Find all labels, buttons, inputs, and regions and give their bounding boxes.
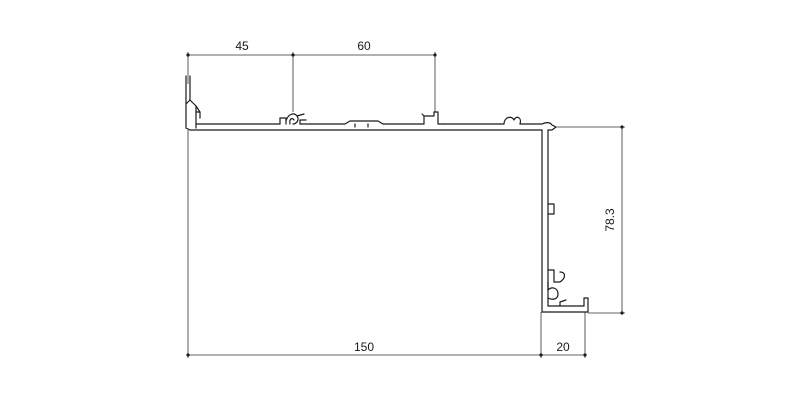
dim-label-150: 150 <box>354 340 374 354</box>
clip-groove-2 <box>421 111 445 125</box>
dim-label-45: 45 <box>235 39 249 53</box>
center-ridge <box>354 123 369 128</box>
bead-right <box>499 116 521 125</box>
dim-label-20: 20 <box>556 340 570 354</box>
bottom-return-inner <box>559 299 567 307</box>
dim-tick <box>620 125 624 129</box>
extrusion-profile <box>185 75 589 313</box>
dim-tick <box>583 353 587 357</box>
left-lip-hook <box>185 99 201 119</box>
right-wall-notch-1 <box>547 203 555 215</box>
dim-tick <box>539 353 543 357</box>
dimension-labels: 45 60 150 20 78.3 <box>235 39 617 354</box>
dim-label-78-3: 78.3 <box>603 208 617 232</box>
dim-tick <box>620 311 624 315</box>
dimension-lines <box>186 52 625 358</box>
right-wall-notch-2 <box>547 269 566 300</box>
clip-groove-1-hook <box>289 118 295 125</box>
clip-groove-1 <box>279 113 307 125</box>
left-lip <box>185 75 197 131</box>
dim-tick <box>186 53 190 57</box>
dim-tick <box>186 353 190 357</box>
corner-hook <box>541 122 557 313</box>
dim-tick <box>433 53 437 57</box>
dim-tick <box>291 53 295 57</box>
dim-label-60: 60 <box>357 39 371 53</box>
top-flange-upper <box>195 120 543 125</box>
bottom-return <box>541 297 589 313</box>
